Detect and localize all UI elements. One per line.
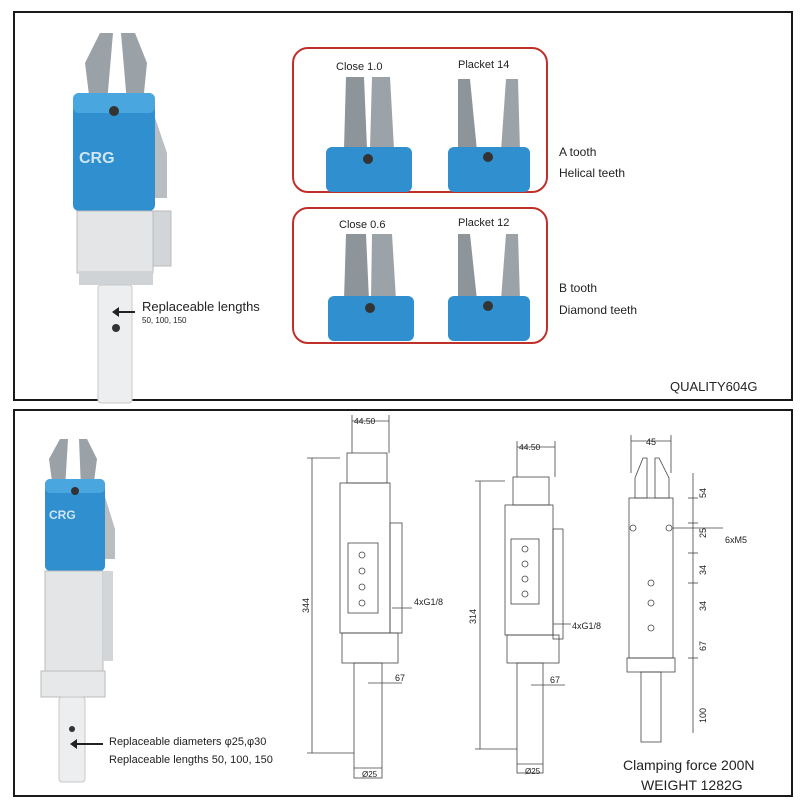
a-placket-label: Placket 14 (458, 59, 510, 71)
drawing2-offset-dim: 67 (550, 675, 560, 685)
arrow-left-icon-bottom (73, 743, 103, 745)
drawing3-d4-dim: 34 (698, 601, 708, 611)
gripper-logo-top: CRG (79, 150, 115, 167)
b-closed-jaw-image (328, 234, 414, 341)
technical-drawing-1: 44.50 344 4xG1/8 67 Ø25 (301, 415, 443, 779)
drawing3-d5-dim: 67 (698, 641, 708, 651)
drawing3-d3-dim: 34 (698, 565, 708, 575)
b-open-jaw-image (448, 234, 530, 341)
drawing1-height-dim: 344 (301, 598, 311, 613)
gripper-photo-bottom: CRG (40, 439, 115, 783)
a-tooth-box: Close 1.0 Placket 14 (292, 47, 548, 193)
drawing1-port-dim: 4xG1/8 (414, 597, 443, 607)
arrow-head-icon-bottom (70, 739, 77, 749)
model-label: QUALITY604G (670, 379, 758, 394)
a-open-jaw-image (448, 79, 530, 192)
b-teeth-label: Diamond teeth (559, 303, 638, 317)
drawing3-top-dim: 45 (646, 437, 656, 447)
drawing2-port-dim: 4xG1/8 (572, 621, 601, 631)
clamping-force-label: Clamping force 200N (623, 757, 755, 773)
b-tooth-label: B tooth (559, 281, 598, 295)
drawing3-holes-dim: 6xM5 (725, 535, 747, 545)
b-tooth-box: Close 0.6 Placket 12 (292, 207, 548, 344)
drawing1-top-dim: 44.50 (354, 416, 376, 426)
drawing3-d6-dim: 100 (698, 708, 708, 723)
b-close-label: Close 0.6 (339, 219, 386, 231)
drawing1-dia-dim: Ø25 (362, 770, 378, 779)
technical-drawing-2: 44.50 314 4xG1/8 67 Ø25 (468, 441, 601, 776)
a-closed-jaw-image (326, 77, 412, 192)
gripper-logo-bottom: CRG (49, 508, 76, 522)
drawing1-offset-dim: 67 (395, 673, 405, 683)
drawing2-top-dim: 44.50 (519, 442, 541, 452)
drawing3-d2-dim: 25 (698, 528, 708, 538)
replaceable-lengths-values: 50, 100, 150 (142, 316, 187, 325)
replaceable-diameters-label: Replaceable diameters φ25,φ30 (109, 736, 267, 748)
top-product-panel: CRG Replaceable lengths 50, 100, 150 Clo… (13, 11, 793, 404)
a-teeth-label: Helical teeth (559, 166, 626, 180)
arrow-left-icon (115, 311, 135, 313)
drawing2-dia-dim: Ø25 (525, 767, 541, 776)
bottom-product-panel: CRG Replaceable diameters φ25,φ30 Replac… (13, 409, 793, 797)
replaceable-lengths-label-bottom: Replaceable lengths 50, 100, 150 (109, 754, 273, 766)
weight-label: WEIGHT 1282G (641, 777, 743, 793)
technical-drawing-3: 45 54 25 34 34 67 100 6xM5 (626, 435, 747, 743)
arrow-head-icon (112, 307, 119, 317)
drawing3-d1-dim: 54 (698, 488, 708, 498)
gripper-photo-top: CRG (73, 33, 172, 404)
replaceable-lengths-label: Replaceable lengths (142, 299, 260, 314)
a-tooth-label: A tooth (559, 145, 597, 159)
b-placket-label: Placket 12 (458, 217, 510, 229)
a-close-label: Close 1.0 (336, 61, 383, 73)
drawing2-height-dim: 314 (468, 609, 478, 624)
